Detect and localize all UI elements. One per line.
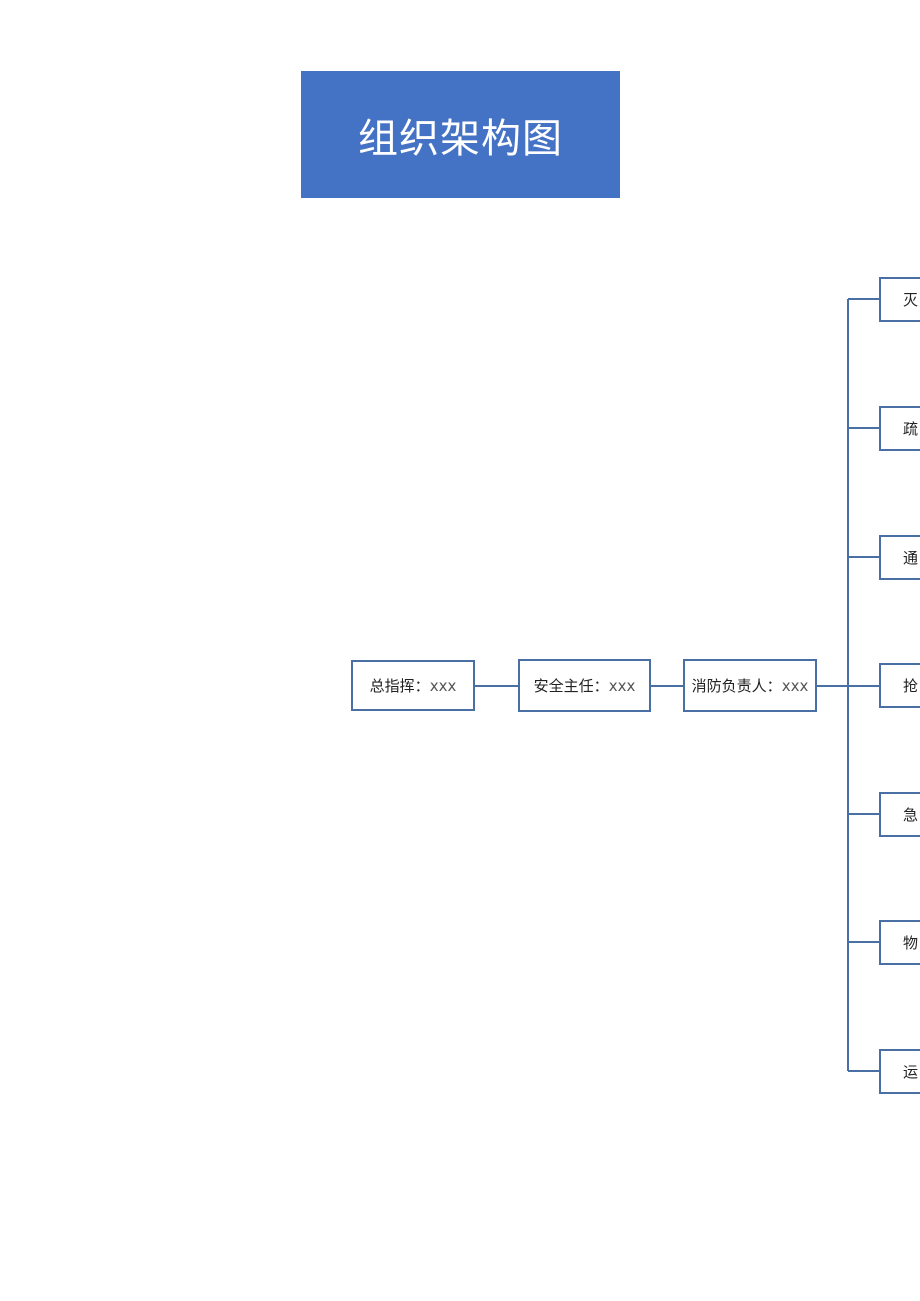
page-title: 组织架构图: [301, 71, 620, 198]
fire-manager-label: 消防负责人：: [691, 677, 782, 695]
safety-director-label: 安全主任：: [533, 677, 609, 695]
team-label-4: 抢: [903, 677, 919, 695]
team-node-2: 疏: [879, 406, 920, 451]
team-label-6: 物: [903, 934, 919, 952]
team-label-2: 疏: [903, 420, 919, 438]
branch-lines: [848, 298, 880, 1072]
safety-director-value: xxx: [608, 676, 636, 695]
chain-node-commander: 总指挥：xxx: [351, 660, 475, 711]
team-label-5: 急: [903, 806, 919, 824]
team-node-6: 物: [879, 920, 920, 965]
team-node-1: 灭: [879, 277, 920, 322]
fire-manager-value: xxx: [781, 676, 809, 695]
team-node-3: 通: [879, 535, 920, 580]
chain-node-safety-director: 安全主任：xxx: [518, 659, 651, 712]
team-node-7: 运: [879, 1049, 920, 1094]
team-label-1: 灭: [903, 291, 919, 309]
team-label-3: 通: [903, 549, 919, 567]
commander-label: 总指挥：: [369, 677, 430, 695]
chain-node-fire-manager: 消防负责人：xxx: [683, 659, 817, 712]
team-node-4: 抢: [879, 663, 920, 708]
team-node-5: 急: [879, 792, 920, 837]
team-label-7: 运: [903, 1063, 919, 1081]
commander-value: xxx: [429, 676, 457, 695]
